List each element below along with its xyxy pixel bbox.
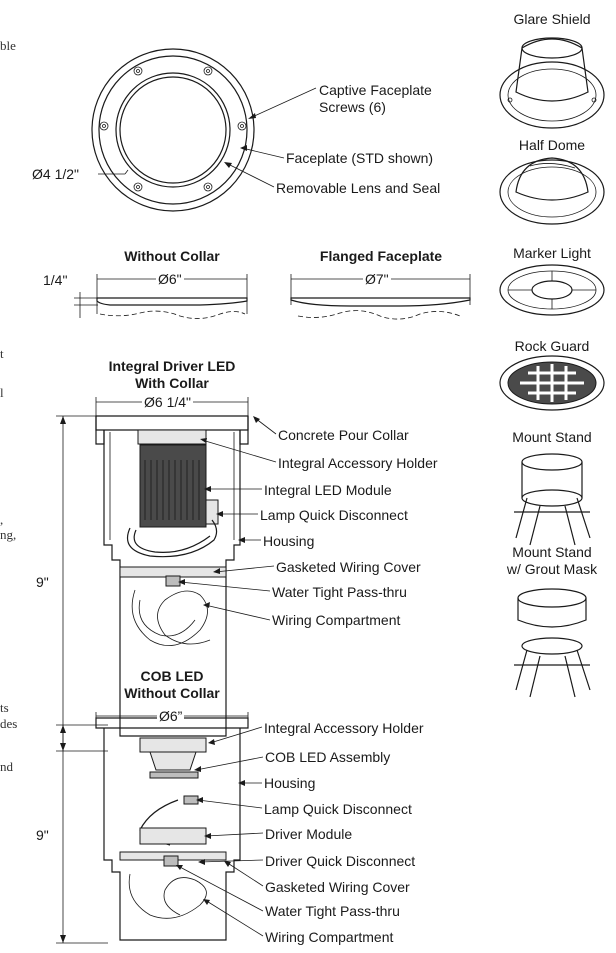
callout-cob-accessory-holder: Integral Accessory Holder — [264, 720, 424, 736]
integral-driver-width: Ø6 1/4" — [142, 394, 193, 410]
cob-section — [56, 712, 264, 944]
without-collar-width: Ø6" — [156, 271, 184, 287]
marker-light-drawing — [499, 264, 605, 316]
lens-label: Removable Lens and Seal — [276, 180, 441, 196]
glare-shield-label: Glare Shield — [513, 11, 591, 27]
integral-driver-subtitle: With Collar — [135, 375, 209, 391]
text-fragment: l — [0, 385, 4, 400]
callout-integral-led-module: Integral LED Module — [264, 482, 392, 498]
faceplate-top-view — [91, 48, 317, 212]
mount-stand-grout-label: Mount Stand — [512, 544, 592, 560]
captive-screws-label: Captive Faceplate Screws (6) — [319, 82, 432, 115]
callout-wiring-compartment: Wiring Compartment — [272, 612, 401, 628]
text-fragment: des — [0, 716, 18, 731]
mount-stand-grout-drawing — [514, 588, 591, 698]
cob-title: COB LED — [140, 668, 204, 684]
rock-guard-label: Rock Guard — [514, 338, 590, 354]
callout-cob-housing: Housing — [264, 775, 316, 791]
callout-integral-accessory-holder: Integral Accessory Holder — [278, 455, 438, 471]
callout-cob-lamp-quick-disconnect: Lamp Quick Disconnect — [264, 801, 412, 817]
text-fragment: ts — [0, 700, 9, 715]
callout-housing: Housing — [263, 533, 315, 549]
integral-driver-section — [56, 397, 277, 752]
mount-stand-label: Mount Stand — [512, 429, 592, 445]
callout-water-tight-pass-thru: Water Tight Pass-thru — [272, 584, 407, 600]
cob-height: 9" — [36, 827, 49, 843]
callout-concrete-pour-collar: Concrete Pour Collar — [278, 427, 409, 443]
callout-cob-led-assembly: COB LED Assembly — [265, 749, 391, 765]
marker-light-label: Marker Light — [513, 245, 591, 261]
glare-shield-drawing — [499, 37, 605, 129]
without-collar-height: 1/4" — [43, 272, 68, 288]
text-fragment: ble — [0, 38, 16, 53]
half-dome-drawing — [499, 157, 605, 225]
callout-cob-gasketed-wiring-cover: Gasketed Wiring Cover — [265, 879, 410, 895]
callout-driver-quick-disconnect: Driver Quick Disconnect — [265, 853, 416, 869]
text-fragment: , — [0, 512, 4, 527]
callout-gasketed-wiring-cover: Gasketed Wiring Cover — [276, 559, 421, 575]
callout-cob-wiring-compartment: Wiring Compartment — [265, 929, 394, 945]
integral-driver-height: 9" — [36, 574, 49, 590]
integral-driver-title: Integral Driver LED — [108, 358, 236, 374]
text-fragment: nd — [0, 759, 13, 774]
mount-stand-drawing — [514, 453, 591, 546]
text-fragment: ng, — [0, 527, 17, 542]
mount-stand-grout-sublabel: w/ Grout Mask — [506, 561, 598, 577]
faceplate-diameter-label: Ø4 1/2" — [32, 166, 79, 182]
half-dome-label: Half Dome — [518, 137, 586, 153]
flanged-title: Flanged Faceplate — [319, 248, 443, 264]
callout-cob-water-tight-pass-thru: Water Tight Pass-thru — [265, 903, 400, 919]
callout-lamp-quick-disconnect: Lamp Quick Disconnect — [260, 507, 408, 523]
callout-driver-module: Driver Module — [265, 826, 353, 842]
text-fragment: t — [0, 346, 4, 361]
flanged-width: Ø7" — [363, 271, 391, 287]
without-collar-title: Without Collar — [124, 248, 220, 264]
faceplate-label: Faceplate (STD shown) — [286, 150, 434, 166]
rock-guard-drawing — [499, 355, 605, 411]
cob-width: Ø6” — [157, 708, 185, 724]
cob-subtitle: Without Collar — [124, 685, 220, 701]
